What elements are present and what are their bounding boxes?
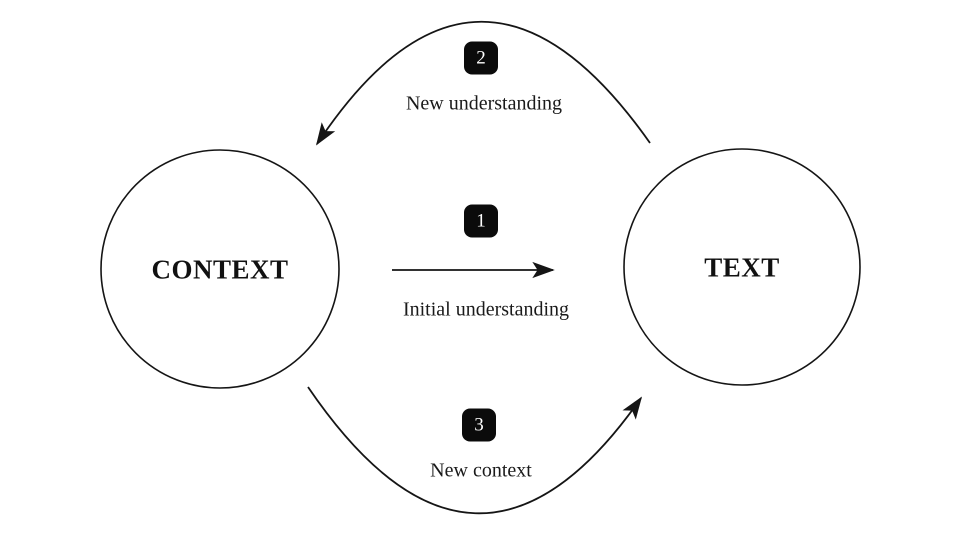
step-badge-3-number: 3 bbox=[474, 414, 484, 436]
arrow-step-3-new-context bbox=[307, 386, 643, 515]
node-label-text: TEXT bbox=[704, 252, 780, 283]
circle-text-outline bbox=[623, 148, 861, 386]
step-badge-2-number: 2 bbox=[476, 47, 486, 69]
node-label-context: CONTEXT bbox=[151, 254, 289, 285]
step-badge-3: 3 bbox=[462, 408, 496, 442]
step-badge-2: 2 bbox=[464, 41, 498, 75]
circle-context-outline bbox=[100, 149, 340, 389]
step-badge-1-number: 1 bbox=[476, 210, 486, 232]
edge-label-new-understanding: New understanding bbox=[405, 92, 563, 115]
edge-label-initial-understanding: Initial understanding bbox=[402, 298, 570, 321]
edge-label-new-context: New context bbox=[430, 459, 532, 482]
step-badge-1: 1 bbox=[464, 204, 498, 238]
arrow-step-2-new-understanding bbox=[316, 21, 651, 146]
